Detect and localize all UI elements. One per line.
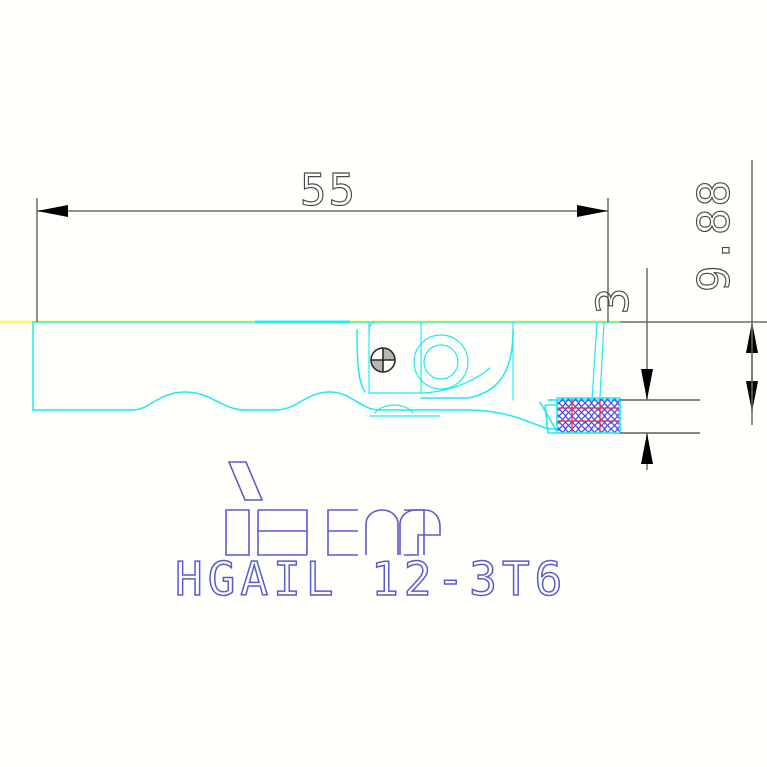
mounting-hole	[413, 334, 469, 390]
dimension-cutting-depth	[620, 268, 700, 470]
iscar-logo-mark	[225, 461, 441, 556]
dimension-shank-height	[746, 160, 758, 425]
dimension-label-cutting-depth: 3	[588, 286, 639, 315]
carbide-insert	[544, 397, 621, 434]
dimension-label-overall-length: 55	[300, 165, 357, 216]
dimension-label-shank-height: 9.88	[689, 178, 740, 292]
dimension-overall-length	[36, 198, 609, 322]
datum-target-symbol	[370, 347, 396, 373]
tool-body-outline	[32, 321, 621, 431]
part-number-label: HGAIL 12-3T6	[175, 552, 567, 606]
